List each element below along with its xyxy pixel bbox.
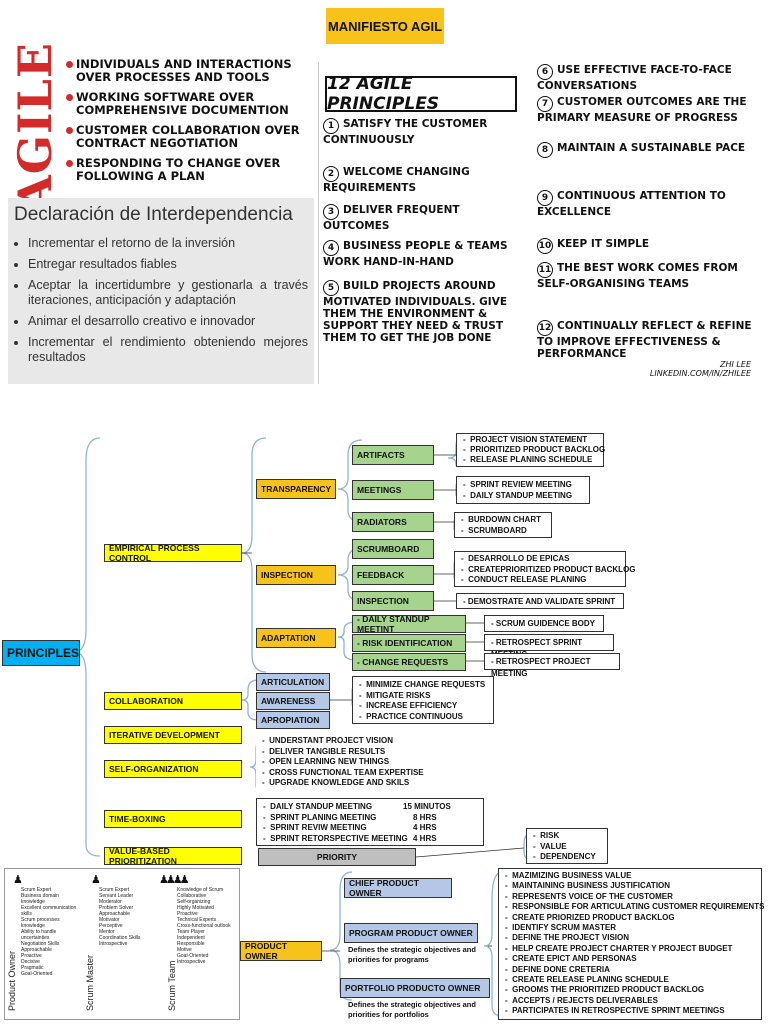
product-owner-list: - MAZIMIZING BUSINESS VALUE - MAINTAININ… [498, 868, 764, 1020]
portfolio-po-note: Defines the strategic objectives and pri… [348, 1000, 476, 1019]
principles-title: 12 Agile Principles [325, 74, 517, 114]
value-item: Working software over comprehensive docu… [66, 91, 318, 117]
meetings-list: - SPRINT REVIEW MEETING - DAILY STANDUP … [456, 476, 590, 504]
declaration-item: Incrementar el retorno de la inversión [28, 236, 314, 251]
principles-board: 12 Agile Principles 1Satisfy the custome… [318, 62, 765, 384]
iterative-selforg-list: - UNDERSTANT PROJECT VISION - DELIVER TA… [256, 734, 424, 794]
principle-item: 5Build projects around motivated individ… [323, 280, 507, 344]
adapt-item: - CHANGE REQUESTS [352, 653, 466, 671]
portfolio-product-owner-node: PORTFOLIO PRODUCTO OWNER [340, 978, 490, 998]
principle-item: 3Deliver frequent outcomes [323, 204, 460, 232]
declaration-item: Incrementar el rendimiento obteniendo me… [28, 335, 314, 365]
team-icon: ♟♟♟♟ [159, 874, 190, 886]
principle-item: 11The best work comes from self-organisi… [537, 262, 738, 290]
adapt-result: - RETROSPECT PROJECT MEETING [484, 653, 620, 678]
signature: Zhi Leelinkedin.com/in/zhilee [649, 360, 751, 378]
feedback-list: - DESARROLLO DE EPICAS - CREATEPRIORITIZ… [454, 551, 636, 587]
inspection-sub-node: INSPECTION [352, 591, 434, 611]
principle-item: 8Maintain a sustainable pace [537, 142, 759, 158]
principle-item: 1Satisfy the customer continuously [323, 118, 488, 146]
feedback-node: FEEDBACK [352, 565, 434, 585]
manifesto-values: Individuals and interactions over proces… [66, 58, 318, 190]
empirical-process-control-node: EMPIRICAL PROCESS CONTROL [104, 543, 242, 563]
apropiation-node: APROPIATION [256, 711, 330, 729]
value-item: Individuals and interactions over proces… [66, 58, 318, 84]
principle-item: 12Continually reflect & refine to improv… [537, 320, 752, 360]
declaration-list: Incrementar el retorno de la inversión E… [8, 236, 314, 365]
principle-item: 6Use effective face-to-face conversation… [537, 64, 732, 92]
chief-product-owner-node: CHIEF PRODUCT OWNER [344, 878, 452, 898]
product-owner-node: PRODUCT OWNER [240, 941, 322, 961]
principle-item: 2Welcome changing requirements [323, 166, 470, 194]
value-based-prioritization-node: VALUE-BASED PRIORITIZATION [104, 846, 242, 866]
articulation-node: ARTICULATION [256, 673, 330, 691]
collaboration-list: - MINIMIZE CHANGE REQUESTS - MITIGATE RI… [352, 676, 494, 724]
inspection-sub-list: - DEMOSTRATE AND VALIDATE SPRINT [456, 593, 624, 609]
artifacts-node: ARTIFACTS [352, 445, 434, 465]
scrumboard-node: SCRUMBOARD [352, 539, 434, 559]
priority-node: PRIORITY [258, 848, 416, 866]
adaptation-node: ADAPTATION [256, 628, 336, 648]
meetings-node: MEETINGS [352, 480, 434, 500]
person-icon: ♟ [13, 874, 23, 886]
principle-item: 4Business people & teams work hand-in-ha… [323, 240, 508, 268]
transparency-node: TRANSPARENCY [256, 479, 336, 499]
value-item: Customer collaboration over contract neg… [66, 124, 318, 150]
program-product-owner-node: PROGRAM PRODUCT OWNER [344, 923, 478, 943]
time-boxing-node: TIME-BOXING [104, 810, 242, 828]
collaboration-node: COLLABORATION [104, 692, 242, 710]
program-po-note: Defines the strategic objectives and pri… [348, 945, 476, 964]
awareness-node: AWARENESS [256, 692, 330, 710]
iterative-development-node: ITERATIVE DEVELOPMENT [104, 726, 242, 744]
adapt-result: - SCRUM GUIDENCE BODY [484, 615, 604, 632]
self-organization-node: SELF-ORGANIZATION [104, 760, 242, 778]
principle-item: 9Continuous attention to excellence [537, 190, 726, 218]
radiators-list: - BURDOWN CHART - SCRUMBOARD [454, 512, 552, 538]
role-label: Scrum Master [85, 954, 95, 1011]
declaration-heading: Declaración de Interdependencia [14, 204, 293, 225]
declaration-item: Animar el desarrollo creativo e innovado… [28, 314, 314, 329]
inspection-node: INSPECTION [256, 565, 336, 585]
principles-root: PRINCIPLES [2, 640, 80, 666]
radiators-node: RADIATORS [352, 512, 434, 532]
person-icon: ♟ [91, 874, 101, 886]
principle-item: 10Keep it simple [537, 238, 759, 254]
role-label: Scrum Team [167, 960, 177, 1011]
declaration-item: Entregar resultados fiables [28, 257, 314, 272]
adapt-result: - RETROSPECT SPRINT MEETING [484, 634, 614, 659]
value-item: Responding to change over following a pl… [66, 157, 318, 183]
declaration-item: Aceptar la incertidumbre y gestionarla a… [28, 278, 314, 308]
adapt-item: - RISK IDENTIFICATION [352, 634, 466, 652]
page-title: MANIFIESTO AGIL [326, 8, 444, 44]
principle-item: 7Customer outcomes are the primary measu… [537, 96, 747, 124]
priority-list: - RISK - VALUE - DEPENDENCY [526, 828, 608, 864]
adapt-item: - DAILY STANDUP MEETINT [352, 614, 466, 634]
declaration-panel: Declaración de Interdependencia Incremen… [8, 198, 314, 384]
role-label: Product Owner [7, 950, 17, 1011]
artifacts-list: - PROJECT VISION STATEMENT - PRIORITIZED… [456, 433, 605, 467]
